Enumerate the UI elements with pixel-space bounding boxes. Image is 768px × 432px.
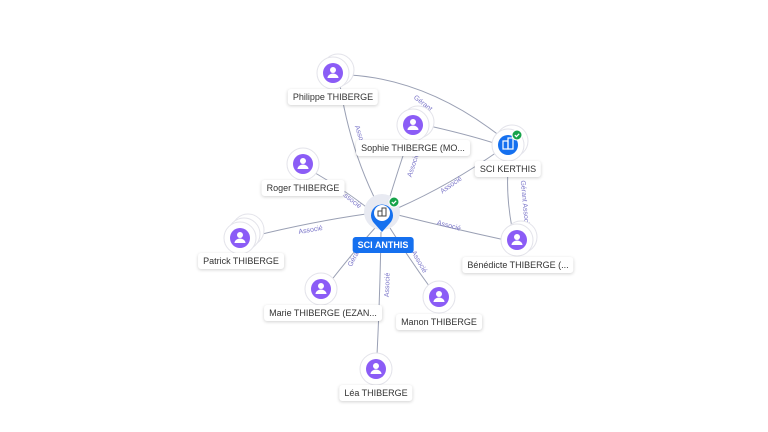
edge-benedicte-center: [397, 214, 506, 241]
edge-label-patrick-center: Associé: [298, 225, 323, 236]
edge-label-benedicte-center: Associé: [436, 220, 462, 233]
person-icon: [433, 291, 445, 302]
node-label-benedicte[interactable]: Bénédicte THIBERGE (...: [462, 257, 574, 273]
edge-label-lea-center: Associé: [384, 272, 392, 297]
node-label-sophie[interactable]: Sophie THIBERGE (MO...: [356, 140, 470, 156]
verified-badge-icon: [511, 129, 523, 141]
person-icon: [315, 283, 327, 294]
center-node-label[interactable]: SCI ANTHIS: [352, 237, 414, 253]
edge-label-sophie-center: Associé: [407, 153, 421, 179]
node-manon[interactable]: [422, 280, 456, 314]
person-icon: [297, 158, 309, 169]
edge-label-benedicte-kerthis: Gérant Associé: [519, 180, 530, 228]
building-icon: [377, 207, 387, 217]
node-label-marie[interactable]: Marie THIBERGE (EZAN...: [264, 305, 382, 321]
edge-kerthis-center: [397, 149, 501, 209]
edge-philippe-kerthis: [349, 74, 506, 141]
node-label-manon[interactable]: Manon THIBERGE: [396, 314, 482, 330]
node-patrick[interactable]: [223, 213, 265, 255]
edge-manon-center: [389, 227, 433, 291]
person-icon: [234, 232, 246, 243]
building-icon: [502, 137, 514, 150]
node-label-philippe[interactable]: Philippe THIBERGE: [287, 89, 379, 105]
person-icon: [327, 67, 339, 78]
node-lea[interactable]: [359, 352, 393, 386]
verified-badge-icon: [388, 196, 400, 208]
node-marie[interactable]: [304, 272, 338, 306]
person-icon: [370, 363, 382, 374]
node-center[interactable]: [364, 194, 400, 232]
node-label-kerthis[interactable]: SCI KERTHIS: [474, 161, 542, 177]
node-label-patrick[interactable]: Patrick THIBERGE: [198, 253, 284, 269]
node-philippe[interactable]: [316, 53, 355, 90]
node-label-roger[interactable]: Roger THIBERGE: [261, 180, 345, 196]
node-label-lea[interactable]: Léa THIBERGE: [339, 385, 413, 401]
node-roger[interactable]: [286, 147, 320, 181]
person-icon: [407, 119, 419, 130]
person-icon: [511, 234, 523, 245]
node-sophie[interactable]: [396, 105, 435, 142]
node-kerthis[interactable]: [491, 124, 529, 162]
node-benedicte[interactable]: [500, 220, 538, 257]
